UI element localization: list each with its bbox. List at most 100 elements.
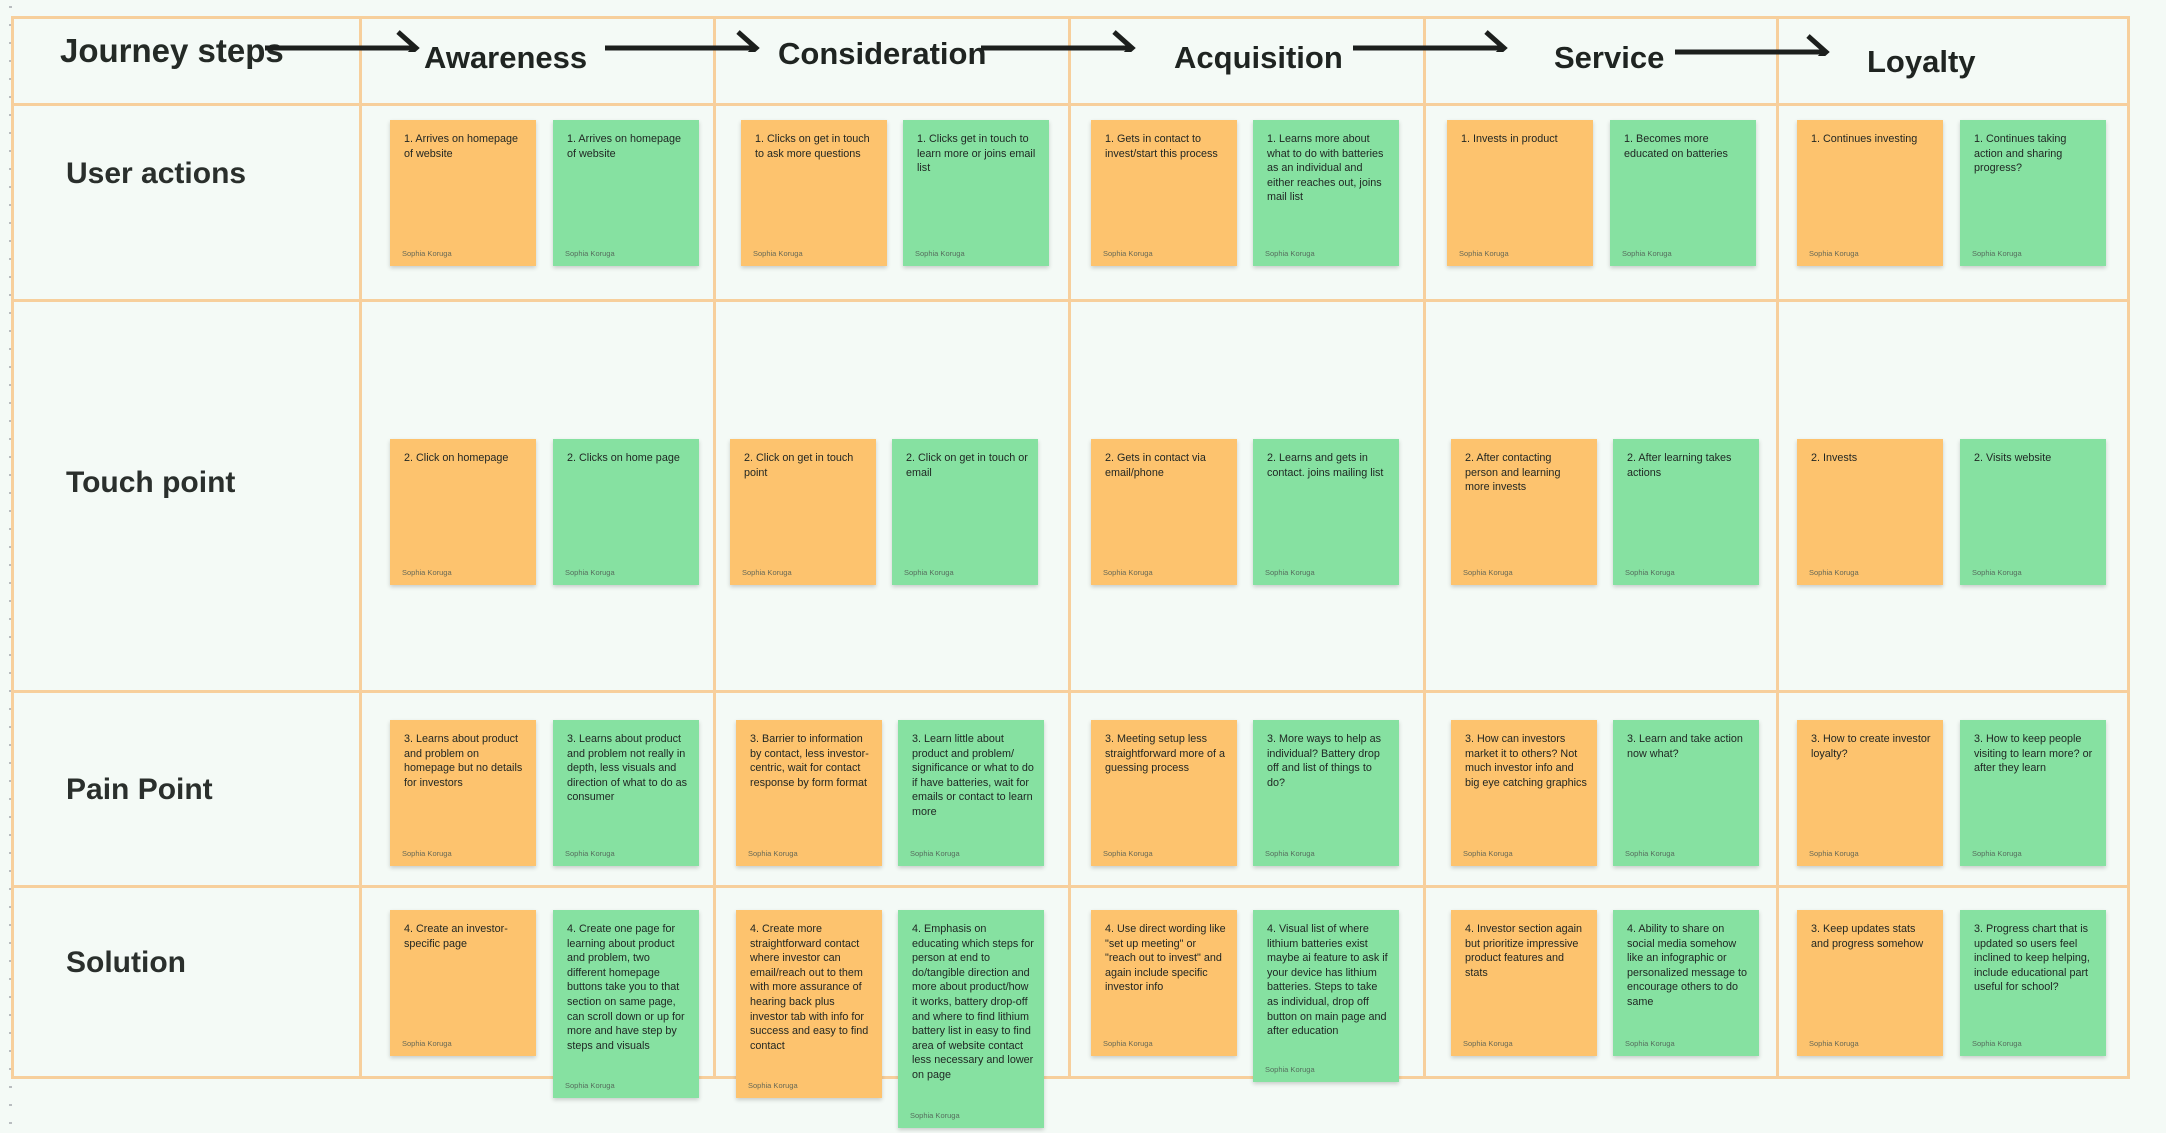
note-author: Sophia Koruga	[904, 568, 954, 577]
note-text: 3. Keep updates stats and progress someh…	[1811, 923, 1924, 950]
row-label-touch-point: Touch point	[66, 466, 236, 499]
note-text: 1. Invests in product	[1461, 133, 1558, 145]
sticky-note[interactable]: 1. Clicks get in touch to learn more or …	[903, 120, 1049, 266]
ruler-tick	[9, 456, 12, 458]
note-author: Sophia Koruga	[1103, 568, 1153, 577]
ruler-tick	[9, 870, 12, 872]
ruler-tick	[9, 1122, 12, 1124]
note-author: Sophia Koruga	[910, 1111, 960, 1120]
sticky-note[interactable]: 2. After contacting person and learning …	[1451, 439, 1597, 585]
note-author: Sophia Koruga	[742, 568, 792, 577]
note-author: Sophia Koruga	[565, 249, 615, 258]
note-text: 3. How can investors market it to others…	[1465, 733, 1587, 789]
note-text: 1. Clicks on get in touch to ask more qu…	[755, 133, 870, 160]
sticky-note[interactable]: 3. Keep updates stats and progress someh…	[1797, 910, 1943, 1056]
ruler-tick	[9, 276, 12, 278]
note-text: 3. How to create investor loyalty?	[1811, 733, 1931, 760]
note-text: 2. After learning takes actions	[1627, 452, 1732, 479]
sticky-note[interactable]: 3. Learn little about product and proble…	[898, 720, 1044, 866]
sticky-note[interactable]: 3. More ways to help as individual? Batt…	[1253, 720, 1399, 866]
note-text: 1. Continues investing	[1811, 133, 1918, 145]
arrow-right-icon	[605, 30, 760, 52]
sticky-note[interactable]: 3. How can investors market it to others…	[1451, 720, 1597, 866]
row-label-user-actions: User actions	[66, 157, 247, 190]
ruler-tick	[9, 906, 12, 908]
note-text: 4. Create one page for learning about pr…	[567, 923, 685, 1052]
note-text: 4. Ability to share on social media some…	[1627, 923, 1748, 1008]
ruler-tick	[9, 6, 12, 8]
arrow-right-icon	[265, 30, 420, 52]
sticky-note[interactable]: 1. Clicks on get in touch to ask more qu…	[741, 120, 887, 266]
row-label-pain-point: Pain Point	[66, 773, 213, 806]
ruler-tick	[9, 42, 12, 44]
ruler-tick	[9, 510, 12, 512]
note-author: Sophia Koruga	[1809, 249, 1859, 258]
sticky-note[interactable]: 1. Continues taking action and sharing p…	[1960, 120, 2106, 266]
stage-title-awareness: Awareness	[424, 40, 588, 75]
note-text: 4. Create an investor-specific page	[404, 923, 508, 950]
ruler-tick	[9, 402, 12, 404]
note-author: Sophia Koruga	[565, 1081, 615, 1090]
sticky-note[interactable]: 3. Progress chart that is updated so use…	[1960, 910, 2106, 1056]
ruler-tick	[9, 924, 12, 926]
sticky-note[interactable]: 3. Learns about product and problem not …	[553, 720, 699, 866]
note-author: Sophia Koruga	[1463, 1039, 1513, 1048]
sticky-note[interactable]: 3. How to create investor loyalty?Sophia…	[1797, 720, 1943, 866]
sticky-note[interactable]: 3. Learn and take action now what?Sophia…	[1613, 720, 1759, 866]
sticky-note[interactable]: 4. Emphasis on educating which steps for…	[898, 910, 1044, 1128]
sticky-note[interactable]: 3. Meeting setup less straightforward mo…	[1091, 720, 1237, 866]
note-text: 1. Continues taking action and sharing p…	[1974, 133, 2067, 175]
note-text: 1. Gets in contact to invest/start this …	[1105, 133, 1218, 160]
note-author: Sophia Koruga	[1103, 849, 1153, 858]
sticky-note[interactable]: 2. Learns and gets in contact. joins mai…	[1253, 439, 1399, 585]
ruler-tick	[9, 420, 12, 422]
sticky-note[interactable]: 3. How to keep people visiting to learn …	[1960, 720, 2106, 866]
note-author: Sophia Koruga	[1625, 849, 1675, 858]
ruler-tick	[9, 798, 12, 800]
note-author: Sophia Koruga	[1463, 568, 1513, 577]
sticky-note[interactable]: 3. Barrier to information by contact, le…	[736, 720, 882, 866]
note-author: Sophia Koruga	[1622, 249, 1672, 258]
sticky-note[interactable]: 1. Learns more about what to do with bat…	[1253, 120, 1399, 266]
sticky-note[interactable]: 4. Ability to share on social media some…	[1613, 910, 1759, 1056]
note-author: Sophia Koruga	[1972, 1039, 2022, 1048]
sticky-note[interactable]: 3. Learns about product and problem on h…	[390, 720, 536, 866]
note-author: Sophia Koruga	[910, 849, 960, 858]
sticky-note[interactable]: 4. Create one page for learning about pr…	[553, 910, 699, 1098]
stage-title-acquisition: Acquisition	[1174, 40, 1343, 75]
sticky-note[interactable]: 4. Create more straightforward contact w…	[736, 910, 882, 1098]
ruler-tick	[9, 294, 12, 296]
ruler-tick	[9, 1086, 12, 1088]
left-ruler	[0, 0, 16, 1133]
note-author: Sophia Koruga	[402, 1039, 452, 1048]
note-text: 3. Progress chart that is updated so use…	[1974, 923, 2090, 994]
note-text: 2. Invests	[1811, 452, 1858, 464]
ruler-tick	[9, 690, 12, 692]
sticky-note[interactable]: 4. Visual list of where lithium batterie…	[1253, 910, 1399, 1082]
journey-steps-label: Journey steps	[60, 32, 284, 69]
ruler-tick	[9, 96, 12, 98]
sticky-note[interactable]: 4. Investor section again but prioritize…	[1451, 910, 1597, 1056]
note-author: Sophia Koruga	[402, 249, 452, 258]
ruler-tick	[9, 78, 12, 80]
note-author: Sophia Koruga	[753, 249, 803, 258]
note-author: Sophia Koruga	[1625, 1039, 1675, 1048]
note-author: Sophia Koruga	[565, 568, 615, 577]
ruler-tick	[9, 546, 12, 548]
sticky-note[interactable]: 4. Use direct wording like "set up meeti…	[1091, 910, 1237, 1056]
sticky-note[interactable]: 1. Gets in contact to invest/start this …	[1091, 120, 1237, 266]
